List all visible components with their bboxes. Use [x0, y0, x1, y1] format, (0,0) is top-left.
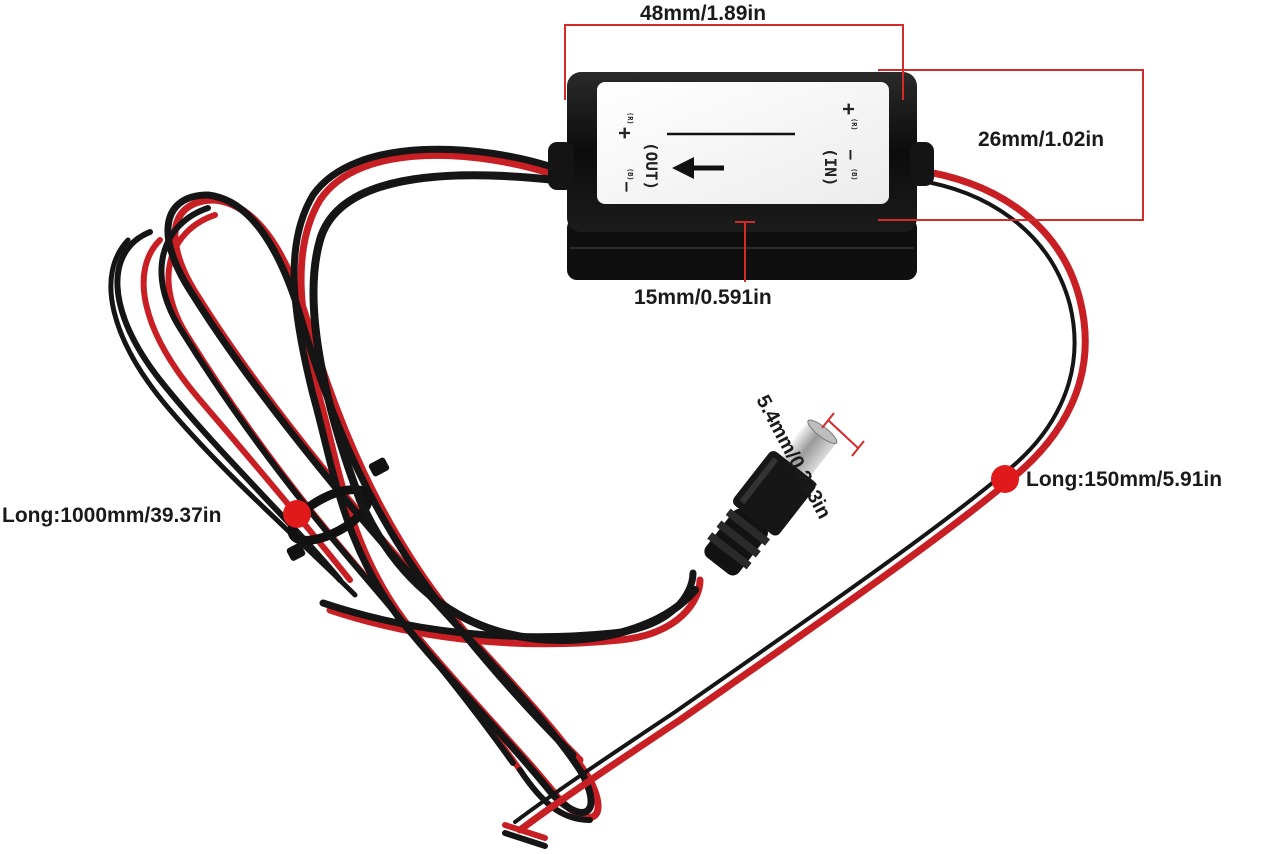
depth-dimension-label: 15mm/0.591in	[634, 286, 772, 309]
long-cable-length-label: Long:1000mm/39.37in	[2, 504, 222, 527]
converter-module	[548, 72, 934, 280]
plug-marker	[827, 419, 859, 449]
short-cable-length-label: Long:150mm/5.91in	[1026, 468, 1223, 491]
module-label-text: (OUT) (IN) + — + — (R) (B) (R) (B)	[613, 103, 861, 192]
width-bracket	[564, 24, 904, 100]
dimension-lines	[564, 24, 1144, 457]
long-left-dot	[283, 500, 311, 528]
out-plus-sign: +	[613, 127, 637, 139]
in-b-tag: (B)	[850, 168, 858, 181]
width-dimension-label: 48mm/1.89in	[640, 2, 767, 25]
out-r-tag: (R)	[626, 112, 634, 125]
in-plus-sign: +	[837, 103, 861, 115]
plug-cable	[309, 171, 699, 645]
out-label: (OUT)	[642, 142, 661, 190]
cable-tie	[286, 457, 390, 561]
height-dimension-label: 26mm/1.02in	[978, 128, 1105, 151]
in-minus-sign: —	[842, 150, 861, 160]
out-b-tag: (B)	[626, 168, 634, 181]
out-minus-sign: —	[618, 182, 637, 192]
long-right-dot	[991, 465, 1019, 493]
in-label: (IN)	[821, 148, 840, 187]
in-r-tag: (R)	[850, 118, 858, 131]
dc-barrel-plug	[704, 419, 838, 576]
height-bracket	[878, 69, 1144, 221]
